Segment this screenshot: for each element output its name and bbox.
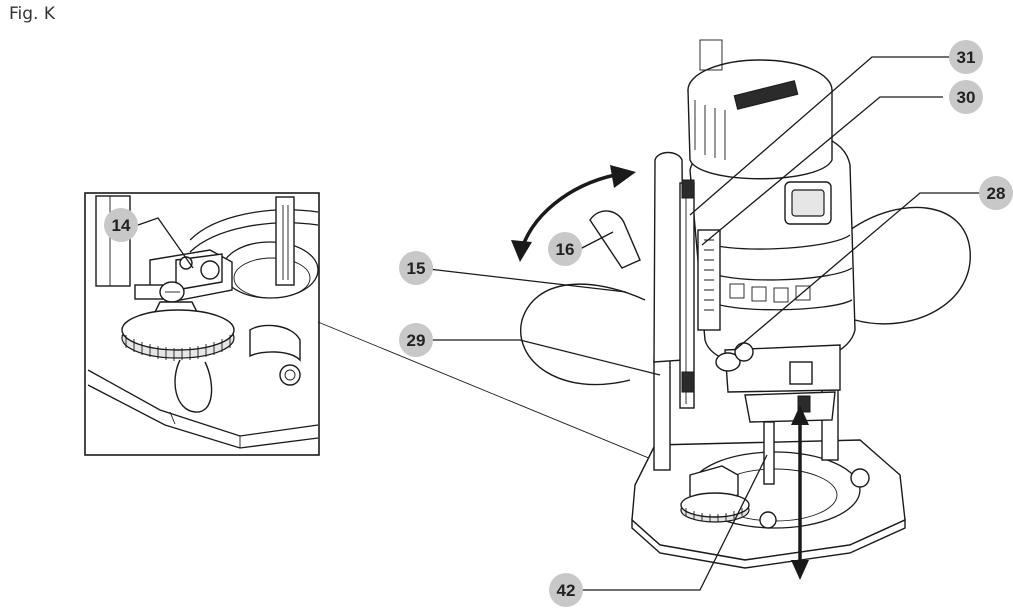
figure-label: Fig. K — [9, 4, 56, 24]
inset-detail — [84, 192, 320, 456]
svg-text:30: 30 — [957, 88, 976, 107]
callout-16: 16 — [548, 232, 582, 266]
callout-31: 31 — [949, 40, 983, 74]
callout-30: 30 — [949, 80, 983, 114]
callout-14: 14 — [104, 208, 138, 242]
svg-text:16: 16 — [556, 240, 575, 259]
svg-text:42: 42 — [557, 581, 576, 600]
callout-28: 28 — [979, 176, 1013, 210]
leader-lines — [137, 56, 998, 591]
callout-42: 42 — [549, 573, 583, 607]
inset-connector-line — [317, 321, 691, 476]
svg-text:14: 14 — [112, 216, 131, 235]
rotation-arrow — [511, 165, 636, 262]
depth-arrow — [791, 405, 809, 580]
svg-text:29: 29 — [407, 331, 426, 350]
callout-15: 15 — [399, 251, 433, 285]
svg-text:15: 15 — [407, 259, 426, 278]
svg-text:31: 31 — [957, 48, 976, 67]
svg-text:28: 28 — [987, 184, 1006, 203]
callout-29: 29 — [399, 323, 433, 357]
router-main — [520, 39, 971, 569]
